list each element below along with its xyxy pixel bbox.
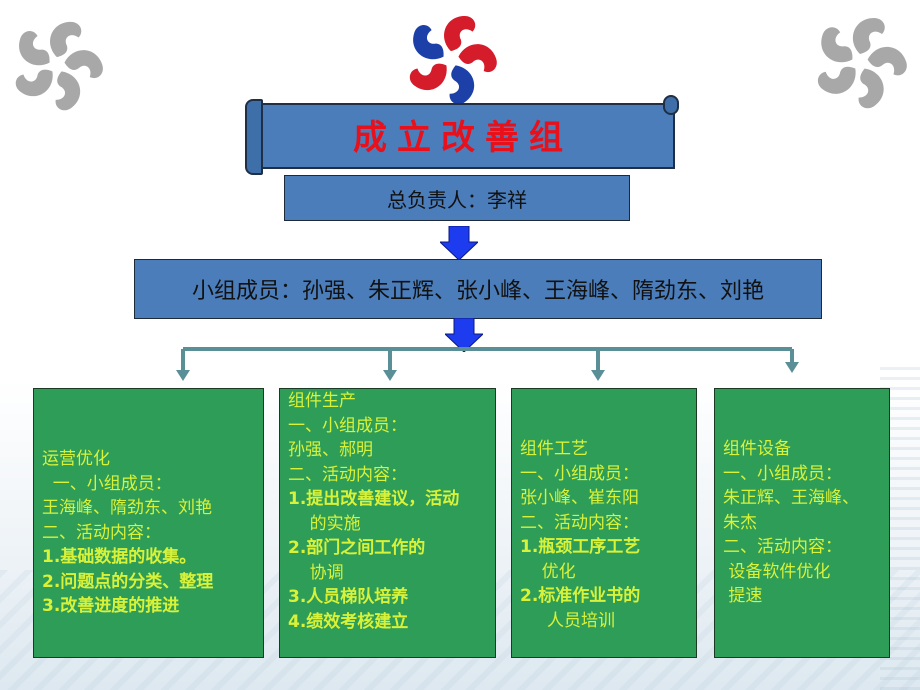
down-arrow-icon	[438, 225, 480, 264]
group-text-line: 二、活动内容：	[520, 512, 639, 533]
group-text-line: 组件设备	[723, 439, 791, 459]
group-text-line: 运营优化	[42, 449, 110, 469]
group-text-line: 人员培训	[520, 610, 616, 631]
gray-pinwheel-logo-left	[8, 16, 106, 114]
leader-box: 总负责人：李祥	[284, 175, 630, 221]
group-box-process: 组件工艺一、小组成员： 张小峰、崔东阳二、活动内容： 1.瓶颈工序工艺 优化 2.标准…	[511, 388, 697, 658]
group-box-equipment: 组件设备一、小组成员： 朱正辉、王海峰、朱杰二、活动内容： 设备软件优化 提速	[714, 388, 890, 658]
group-text-line: 1.提出改善建议，活动	[288, 489, 460, 509]
members-box: 小组成员：孙强、朱正辉、张小峰、王海峰、隋劲东、刘艳	[134, 259, 822, 319]
group-text-line: 组件生产	[288, 391, 356, 411]
group-text-line: 二、活动内容：	[723, 537, 842, 557]
group-text-line: 的实施	[288, 513, 361, 534]
down-arrow-icon	[443, 317, 485, 356]
group-text-line: 2.问题点的分类、整理	[42, 571, 214, 592]
group-box-operations: 运营优化 一、小组成员： 王海峰、隋劲东、刘艳二、活动内容： 1.基础数据的收集。 2…	[33, 388, 264, 658]
group-text-line: 朱杰	[723, 512, 757, 533]
group-text-line: 优化	[520, 561, 576, 582]
group-text-line: 二、活动内容：	[288, 464, 407, 485]
group-text-line: 一、小组成员：	[520, 463, 639, 484]
group-text-line: 一、小组成员：	[288, 415, 407, 436]
group-text-line: 二、活动内容：	[42, 522, 161, 543]
leader-label: 总负责人：李祥	[387, 187, 527, 212]
group-text-line: 设备软件优化	[723, 561, 831, 582]
group-text-line: 孙强、郝明	[288, 440, 373, 460]
scroll-roll-right	[663, 95, 679, 115]
scroll-roll-left	[245, 99, 263, 175]
group-text-line: 2.部门之间工作的	[288, 538, 426, 558]
group-text-line: 4.绩效考核建立	[288, 611, 409, 632]
group-text-line: 2.标准作业书的	[520, 586, 641, 606]
title-scroll-banner: 成立改善组	[243, 95, 681, 175]
red-blue-pinwheel-logo-center	[399, 14, 503, 104]
group-text-line: 3.人员梯队培养	[288, 587, 409, 607]
group-text-line: 张小峰、崔东阳	[520, 488, 639, 508]
group-text-line: 王海峰、隋劲东、刘艳	[42, 498, 212, 518]
group-text-line: 协调	[288, 562, 344, 583]
members-label: 小组成员：孙强、朱正辉、张小峰、王海峰、隋劲东、刘艳	[191, 279, 764, 304]
group-text-line: 一、小组成员：	[723, 463, 842, 484]
group-text-line: 一、小组成员：	[42, 473, 172, 494]
group-box-production: 组件生产一、小组成员： 孙强、郝明二、活动内容： 1.提出改善建议，活动 的实施 2.…	[279, 388, 496, 658]
group-text-line: 1.基础数据的收集。	[42, 547, 197, 567]
group-text-line: 提速	[723, 586, 763, 606]
group-text-line: 3.改善进度的推进	[42, 596, 180, 616]
page-title: 成立改善组	[353, 117, 573, 158]
group-text-line: 朱正辉、王海峰、	[723, 488, 859, 508]
group-text-line: 1.瓶颈工序工艺	[520, 537, 641, 557]
group-text-line: 组件工艺	[520, 439, 588, 459]
gray-pinwheel-logo-right	[810, 12, 910, 112]
